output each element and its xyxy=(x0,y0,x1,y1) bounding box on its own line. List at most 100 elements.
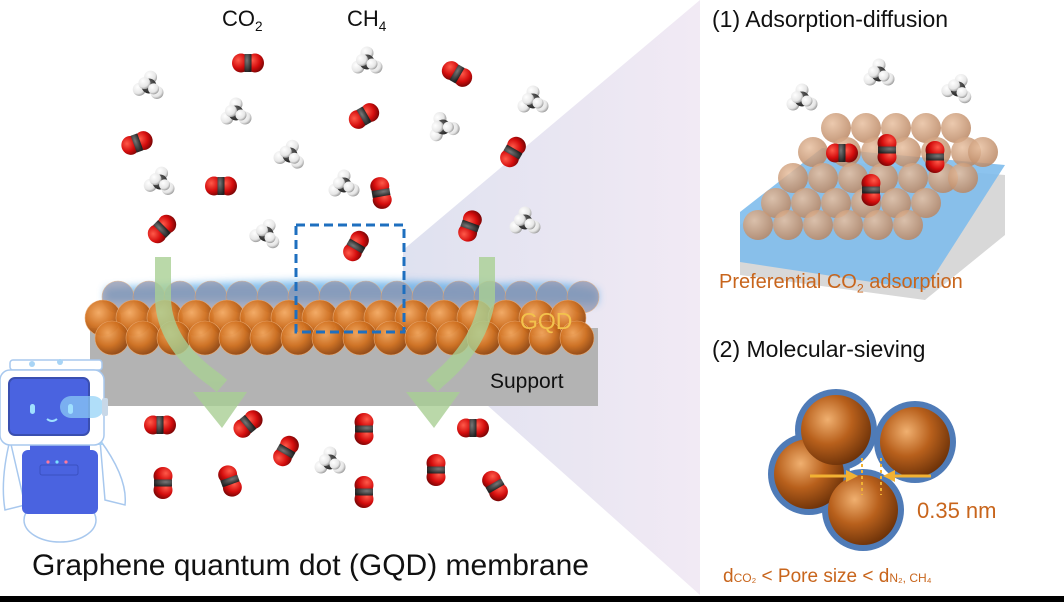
gqd-sphere xyxy=(404,320,440,356)
gqd-sphere xyxy=(948,163,978,193)
co2-molecule xyxy=(147,214,177,244)
co2-molecule xyxy=(877,134,897,166)
ch4-molecule xyxy=(429,112,460,142)
panel1-caption: Preferential CO2 adsorption xyxy=(719,271,963,295)
gqd-sphere xyxy=(773,210,803,240)
co2-molecule xyxy=(273,435,299,467)
gqd-sphere xyxy=(791,188,821,218)
gqd-sphere xyxy=(778,163,808,193)
ch4-molecule xyxy=(786,83,818,111)
gqd-sphere xyxy=(801,395,871,465)
co2-molecule xyxy=(121,131,153,155)
co2-molecule xyxy=(153,467,173,499)
gqd-sphere xyxy=(968,137,998,167)
feed-molecules xyxy=(121,46,549,262)
co2-molecule xyxy=(457,418,489,438)
ch4-molecule xyxy=(517,85,549,113)
co2-molecule xyxy=(354,476,374,508)
co2-molecule xyxy=(205,176,237,196)
permeate-molecules xyxy=(144,410,508,508)
relation-d2: d xyxy=(878,566,890,587)
co2-molecule xyxy=(218,465,242,497)
gqd-sphere xyxy=(94,320,130,356)
gqd-sphere xyxy=(125,320,161,356)
ch4-molecule xyxy=(941,74,972,104)
gqd-sphere xyxy=(798,137,828,167)
robot-mascot xyxy=(0,359,127,543)
co2-molecule xyxy=(354,413,374,445)
ch4-molecule xyxy=(273,139,304,169)
gqd-sphere xyxy=(911,188,941,218)
co2-molecule xyxy=(861,174,881,206)
co2-molecule xyxy=(233,410,263,438)
size-relation: dCO₂ < Pore size < dN₂, CH₄ xyxy=(723,566,932,588)
gqd-sphere xyxy=(373,320,409,356)
gqd-sphere xyxy=(559,320,595,356)
highlight-box xyxy=(294,223,406,334)
gqd-sphere xyxy=(941,113,971,143)
co2-label-sub: 2 xyxy=(255,18,263,34)
relation-middle: < Pore size < xyxy=(756,566,879,587)
ch4-label-sub: 4 xyxy=(378,18,387,34)
sieving-illustration xyxy=(768,389,956,551)
co2-label: CO2 xyxy=(222,6,263,34)
co2-molecule xyxy=(441,61,473,87)
panel1-caption-sub: 2 xyxy=(856,281,864,296)
gqd-sphere xyxy=(821,113,851,143)
gqd-sphere xyxy=(893,210,923,240)
gqd-sphere xyxy=(280,320,316,356)
panel1-caption-post: adsorption xyxy=(863,271,963,293)
gqd-sphere xyxy=(743,210,773,240)
panel2-heading: (2) Molecular-sieving xyxy=(712,336,926,362)
panel1-heading: (1) Adsorption-diffusion xyxy=(712,6,949,32)
support-label: Support xyxy=(490,370,564,393)
co2-molecule xyxy=(348,103,380,129)
gqd-sphere xyxy=(911,113,941,143)
co2-molecule xyxy=(426,454,446,486)
relation-d1-sub: CO₂ xyxy=(733,571,757,585)
co2-molecule xyxy=(500,136,526,168)
ch4-molecule xyxy=(132,70,164,99)
gqd-sphere xyxy=(808,163,838,193)
ch4-molecule xyxy=(351,46,383,74)
co2-molecule xyxy=(826,143,858,163)
gqd-label: GQD xyxy=(520,308,573,334)
ch4-molecule xyxy=(314,446,346,474)
gqd-sphere xyxy=(803,210,833,240)
co2-molecule xyxy=(343,230,369,262)
pore-size-label: 0.35 nm xyxy=(917,498,997,523)
ch4-molecule xyxy=(509,206,541,234)
ch4-label-main: CH xyxy=(347,6,379,31)
bottom-border xyxy=(0,596,1064,602)
co2-molecule xyxy=(482,470,508,502)
ch4-molecule xyxy=(249,219,280,249)
adsorption-illustration xyxy=(740,58,1005,300)
relation-d1: d xyxy=(723,566,734,587)
gqd-sphere xyxy=(821,188,851,218)
relation-d2-sub: N₂, CH₄ xyxy=(889,571,932,585)
ch4-molecule xyxy=(328,169,360,197)
gqd-sphere xyxy=(891,137,921,167)
gqd-sphere xyxy=(311,320,347,356)
ch4-molecule xyxy=(143,166,175,195)
co2-molecule xyxy=(232,53,264,73)
gqd-sphere xyxy=(851,113,881,143)
gqd-sphere xyxy=(880,407,950,477)
co2-label-main: CO xyxy=(222,6,255,31)
gqd-sphere xyxy=(881,188,911,218)
co2-molecule xyxy=(370,177,392,209)
gqd-sphere xyxy=(838,163,868,193)
co2-molecule xyxy=(458,210,482,242)
gqd-sphere xyxy=(249,320,285,356)
gqd-sphere xyxy=(833,210,863,240)
gqd-sphere xyxy=(761,188,791,218)
gqd-sphere xyxy=(342,320,378,356)
co2-molecule xyxy=(925,141,945,173)
panel1-caption-pre: Preferential CO xyxy=(719,271,857,293)
co2-molecule xyxy=(144,415,176,435)
permeation-arrow-right xyxy=(406,257,495,428)
ch4-molecule xyxy=(220,97,252,125)
page-title: Graphene quantum dot (GQD) membrane xyxy=(32,549,589,582)
ch4-label: CH4 xyxy=(347,6,386,34)
